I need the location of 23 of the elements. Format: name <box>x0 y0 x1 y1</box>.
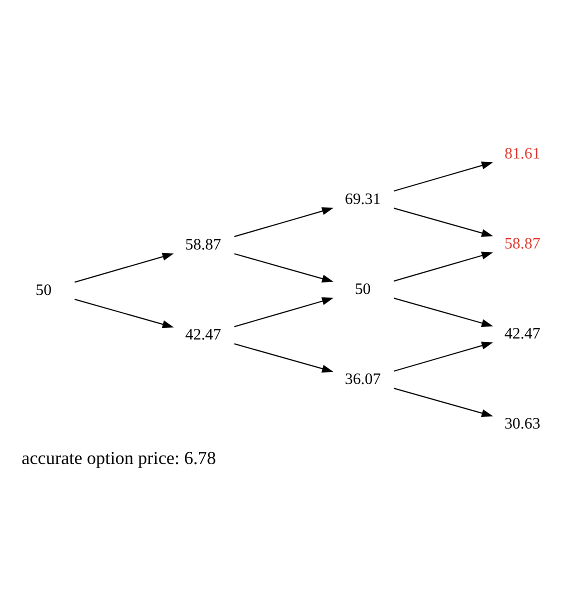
arrow <box>394 342 494 372</box>
node-text: 36.07 <box>344 371 381 388</box>
arrow <box>394 298 494 327</box>
node-text: 30.63 <box>504 415 540 432</box>
arrow <box>394 162 494 192</box>
node-text: 42.47 <box>504 325 540 342</box>
arrow <box>394 388 494 418</box>
node-text: 42.47 <box>185 326 222 344</box>
arrow <box>234 297 334 328</box>
node-text: 58.87 <box>185 236 222 254</box>
node-text: 69.31 <box>344 190 381 208</box>
arrow <box>74 298 174 328</box>
node-text: 81.61 <box>504 145 540 162</box>
node-text: 50 <box>354 280 371 298</box>
arrow <box>394 252 494 282</box>
node-text: 50 <box>36 282 52 300</box>
node-text: 58.87 <box>504 235 540 252</box>
arrow <box>394 208 494 237</box>
caption: accurate option price: 6.78 <box>22 448 216 468</box>
arrow <box>234 207 334 238</box>
arrow <box>74 252 174 283</box>
arrow <box>234 343 334 373</box>
arrow <box>234 253 334 283</box>
